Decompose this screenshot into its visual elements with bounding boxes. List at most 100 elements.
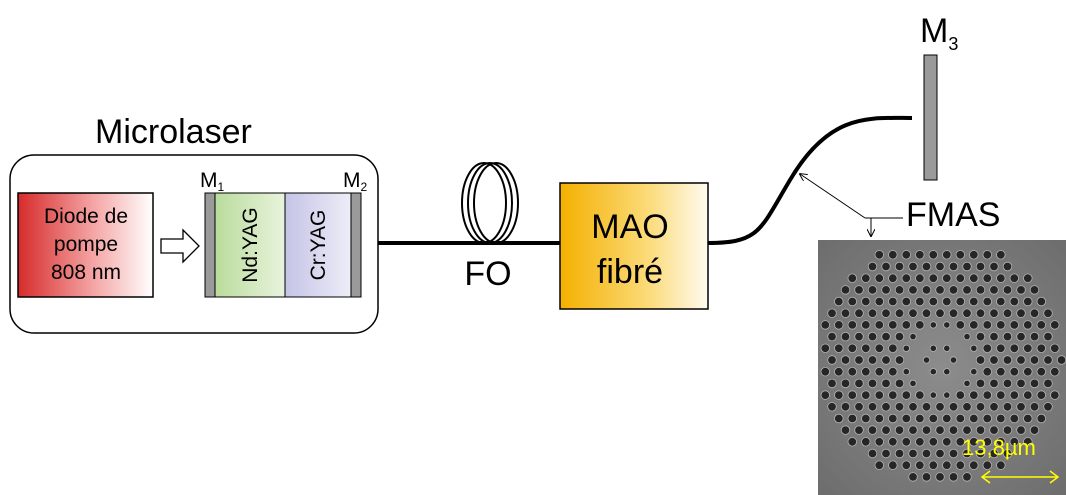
- fiber-hole: [895, 403, 904, 412]
- fiber-hole: [936, 286, 945, 295]
- fiber-hole: [922, 286, 931, 295]
- fiber-hole: [930, 322, 936, 328]
- fiber-hole: [868, 356, 877, 365]
- fiber-hole: [828, 403, 837, 412]
- fiber-hole: [963, 309, 972, 318]
- fiber-hole: [895, 286, 904, 295]
- fiber-hole: [841, 426, 850, 435]
- fiber-hole: [902, 391, 911, 400]
- pump-diode-label-2: pompe: [54, 233, 118, 256]
- fiber-hole: [997, 391, 1006, 400]
- fiber-hole: [889, 414, 898, 423]
- fiber-hole: [882, 449, 891, 458]
- mirror-m3-label: M3: [920, 12, 958, 54]
- fiber-hole: [923, 357, 929, 363]
- fiber-hole: [848, 274, 857, 283]
- fiber-hole: [875, 414, 884, 423]
- fiber-hole: [983, 274, 992, 283]
- fiber-hole: [902, 438, 911, 447]
- fiber-hole: [970, 297, 979, 306]
- fiber-hole: [929, 438, 938, 447]
- fiber-hole: [889, 367, 898, 376]
- fiber-hole: [1017, 379, 1026, 388]
- fiber-hole: [848, 344, 857, 353]
- fiber-hole: [848, 391, 857, 400]
- fiber-hole: [983, 321, 992, 330]
- fiber-hole: [862, 321, 871, 330]
- fiber-hole: [949, 403, 958, 412]
- fiber-hole: [944, 369, 950, 375]
- fiber-hole: [875, 461, 884, 470]
- fiber-hole: [868, 403, 877, 412]
- fiber-hole: [855, 286, 864, 295]
- fiber-hole: [922, 426, 931, 435]
- fiber-hole: [882, 286, 891, 295]
- fiber-hole: [930, 345, 936, 351]
- fiber-hole: [1024, 321, 1033, 330]
- fiber-hole: [902, 274, 911, 283]
- fiber-hole: [943, 414, 952, 423]
- fiber-hole: [970, 251, 979, 260]
- mirror-m2: [351, 193, 361, 297]
- fiber-hole: [841, 309, 850, 318]
- fiber-hole: [909, 426, 918, 435]
- fiber-hole: [835, 344, 844, 353]
- pump-diode-label-1: Diode de: [44, 205, 128, 228]
- fiber-hole: [976, 356, 985, 365]
- fiber-hole: [1051, 391, 1060, 400]
- fiber-hole: [944, 345, 950, 351]
- fiber-hole: [990, 286, 999, 295]
- fiber-hole: [1030, 286, 1039, 295]
- fiber-hole: [1037, 297, 1046, 306]
- fiber-hole: [1024, 367, 1033, 376]
- fiber-hole: [964, 333, 970, 339]
- fiber-hole: [949, 286, 958, 295]
- fiber-hole: [970, 274, 979, 283]
- fiber-hole: [997, 251, 1006, 260]
- fiber-hole: [821, 367, 830, 376]
- fiber-hole: [1051, 344, 1060, 353]
- scale-bar-label: 13,8µm: [962, 435, 1036, 460]
- fiber-hole: [902, 297, 911, 306]
- fiber-hole: [862, 297, 871, 306]
- fiber-hole: [903, 345, 909, 351]
- fiber-hole: [889, 274, 898, 283]
- fiber-hole: [1037, 321, 1046, 330]
- fiber-hole: [956, 251, 965, 260]
- fiber-hole: [963, 403, 972, 412]
- fiber-hole: [930, 392, 936, 398]
- fiber-hole: [1017, 286, 1026, 295]
- fiber-hole: [889, 297, 898, 306]
- fiber-hole: [835, 367, 844, 376]
- fiber-hole: [1044, 356, 1053, 365]
- fiber-hole: [997, 461, 1006, 470]
- fiber-hole: [855, 356, 864, 365]
- fiber-hole: [909, 473, 918, 482]
- fiber-hole: [943, 438, 952, 447]
- fiber-hole: [930, 369, 936, 375]
- fiber-hole: [875, 367, 884, 376]
- fiber-hole: [875, 297, 884, 306]
- fiber-hole: [862, 438, 871, 447]
- fiber-hole: [1024, 297, 1033, 306]
- fiber-hole: [895, 309, 904, 318]
- fiber-hole: [929, 251, 938, 260]
- fiber-hole: [868, 309, 877, 318]
- fiber-hole: [949, 473, 958, 482]
- fiber-hole: [1003, 286, 1012, 295]
- fiber-hole: [868, 379, 877, 388]
- fiber-hole: [855, 426, 864, 435]
- fiber-hole: [990, 356, 999, 365]
- fiber-hole: [895, 426, 904, 435]
- fiber-amplifier-label-1: MAO: [591, 208, 668, 246]
- fiber-hole: [1044, 332, 1053, 341]
- fiber-hole: [828, 332, 837, 341]
- fiber-hole: [990, 426, 999, 435]
- fiber-hole: [889, 461, 898, 470]
- fiber-hole: [1037, 391, 1046, 400]
- fiber-hole: [841, 379, 850, 388]
- fiber-hole: [821, 344, 830, 353]
- fiber-hole: [882, 332, 891, 341]
- fiber-hole: [1024, 414, 1033, 423]
- fiber-hole: [882, 426, 891, 435]
